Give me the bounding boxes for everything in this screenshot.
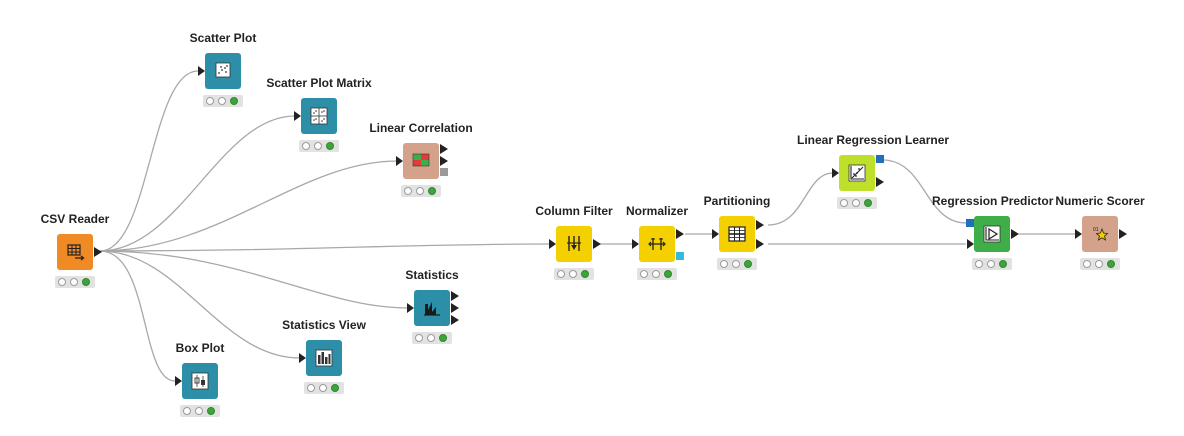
predictor-icon	[983, 225, 1001, 243]
connection-csv-to-scatter-plot	[99, 70, 199, 252]
input-port[interactable]	[1075, 229, 1082, 239]
node-body[interactable]	[301, 98, 337, 134]
connection-csv-to-statistics-view	[99, 250, 301, 359]
scatter-matrix-icon	[310, 107, 328, 125]
output-port-data[interactable]	[876, 177, 884, 187]
node-body[interactable]	[556, 226, 592, 262]
output-port-2[interactable]	[756, 239, 764, 249]
input-port[interactable]	[175, 376, 182, 386]
node-body[interactable]	[306, 340, 342, 376]
partition-icon	[728, 226, 746, 242]
node-body[interactable]	[719, 216, 755, 252]
input-port-data[interactable]	[967, 239, 974, 249]
node-body[interactable]	[414, 290, 450, 326]
node-body[interactable]	[57, 234, 93, 270]
node-status-lights	[717, 258, 757, 270]
node-body[interactable]	[182, 363, 218, 399]
node-label: Statistics	[405, 268, 459, 282]
node-status-lights	[203, 95, 243, 107]
connection-learner-to-predictor	[882, 159, 967, 224]
node-label: Column Filter	[535, 204, 613, 218]
box-plot-icon	[191, 372, 209, 390]
input-port[interactable]	[198, 66, 205, 76]
input-port[interactable]	[396, 156, 403, 166]
node-label: Scatter Plot Matrix	[266, 76, 372, 90]
node-body[interactable]	[839, 155, 875, 191]
table-arrow-icon	[67, 244, 85, 261]
input-port-model[interactable]	[966, 219, 974, 227]
node-label: CSV Reader	[40, 212, 110, 226]
connection-csv-to-statistics	[99, 250, 409, 309]
output-port[interactable]	[1011, 229, 1019, 239]
normalizer-icon	[648, 238, 666, 250]
bar-chart-icon	[315, 349, 333, 367]
node-status-lights	[401, 185, 441, 197]
node-body[interactable]: 01	[1082, 216, 1118, 252]
output-port-1[interactable]	[756, 220, 764, 230]
output-port-1[interactable]	[451, 291, 459, 301]
node-body[interactable]	[403, 143, 439, 179]
svg-text:01: 01	[1093, 227, 1099, 233]
connection-csv-to-linear-correlation	[99, 160, 398, 252]
node-status-lights	[1080, 258, 1120, 270]
statistics-icon	[424, 302, 440, 316]
output-port-2[interactable]	[440, 156, 448, 166]
output-port-normalizer-model[interactable]	[676, 252, 684, 260]
node-status-lights	[412, 332, 452, 344]
node-label: Partitioning	[703, 194, 771, 208]
output-port-2[interactable]	[451, 303, 459, 313]
connection-partitioning-to-learner	[767, 172, 834, 226]
node-status-lights	[299, 140, 339, 152]
output-port[interactable]	[1119, 229, 1127, 239]
node-status-lights	[180, 405, 220, 417]
input-port[interactable]	[299, 353, 306, 363]
output-port-data[interactable]	[676, 229, 684, 239]
node-body[interactable]	[205, 53, 241, 89]
node-status-lights	[637, 268, 677, 280]
output-port-3[interactable]	[451, 315, 459, 325]
input-port[interactable]	[407, 303, 414, 313]
input-port[interactable]	[549, 239, 556, 249]
node-label: Normalizer	[625, 204, 689, 218]
correlation-matrix-icon	[412, 153, 430, 167]
connection-csv-to-column-filter	[99, 243, 551, 252]
node-label: Statistics View	[282, 318, 366, 332]
output-port-1[interactable]	[440, 144, 448, 154]
scatter-icon	[215, 62, 231, 78]
node-label: Linear Correlation	[369, 121, 473, 135]
connection-csv-to-scatter-matrix	[99, 115, 296, 252]
node-status-lights	[837, 197, 877, 209]
node-label: Regression Predictor	[932, 194, 1054, 208]
input-port[interactable]	[632, 239, 639, 249]
node-label: Box Plot	[175, 341, 225, 355]
regression-learner-icon	[848, 164, 866, 182]
output-port[interactable]	[94, 247, 102, 257]
node-label: Numeric Scorer	[1055, 194, 1145, 208]
input-port[interactable]	[294, 111, 301, 121]
scorer-icon: 01	[1093, 227, 1109, 241]
node-status-lights	[55, 276, 95, 288]
node-status-lights	[554, 268, 594, 280]
input-port[interactable]	[712, 229, 719, 239]
node-status-lights	[972, 258, 1012, 270]
node-label: Scatter Plot	[189, 31, 257, 45]
column-filter-icon	[567, 236, 581, 251]
node-status-lights	[304, 382, 344, 394]
node-label: Linear Regression Learner	[797, 133, 950, 147]
connection-csv-to-box-plot	[99, 250, 176, 382]
node-body[interactable]	[974, 216, 1010, 252]
input-port[interactable]	[832, 168, 839, 178]
output-port[interactable]	[593, 239, 601, 249]
node-body[interactable]	[639, 226, 675, 262]
output-port-3[interactable]	[440, 168, 448, 176]
output-port-model[interactable]	[876, 155, 884, 163]
